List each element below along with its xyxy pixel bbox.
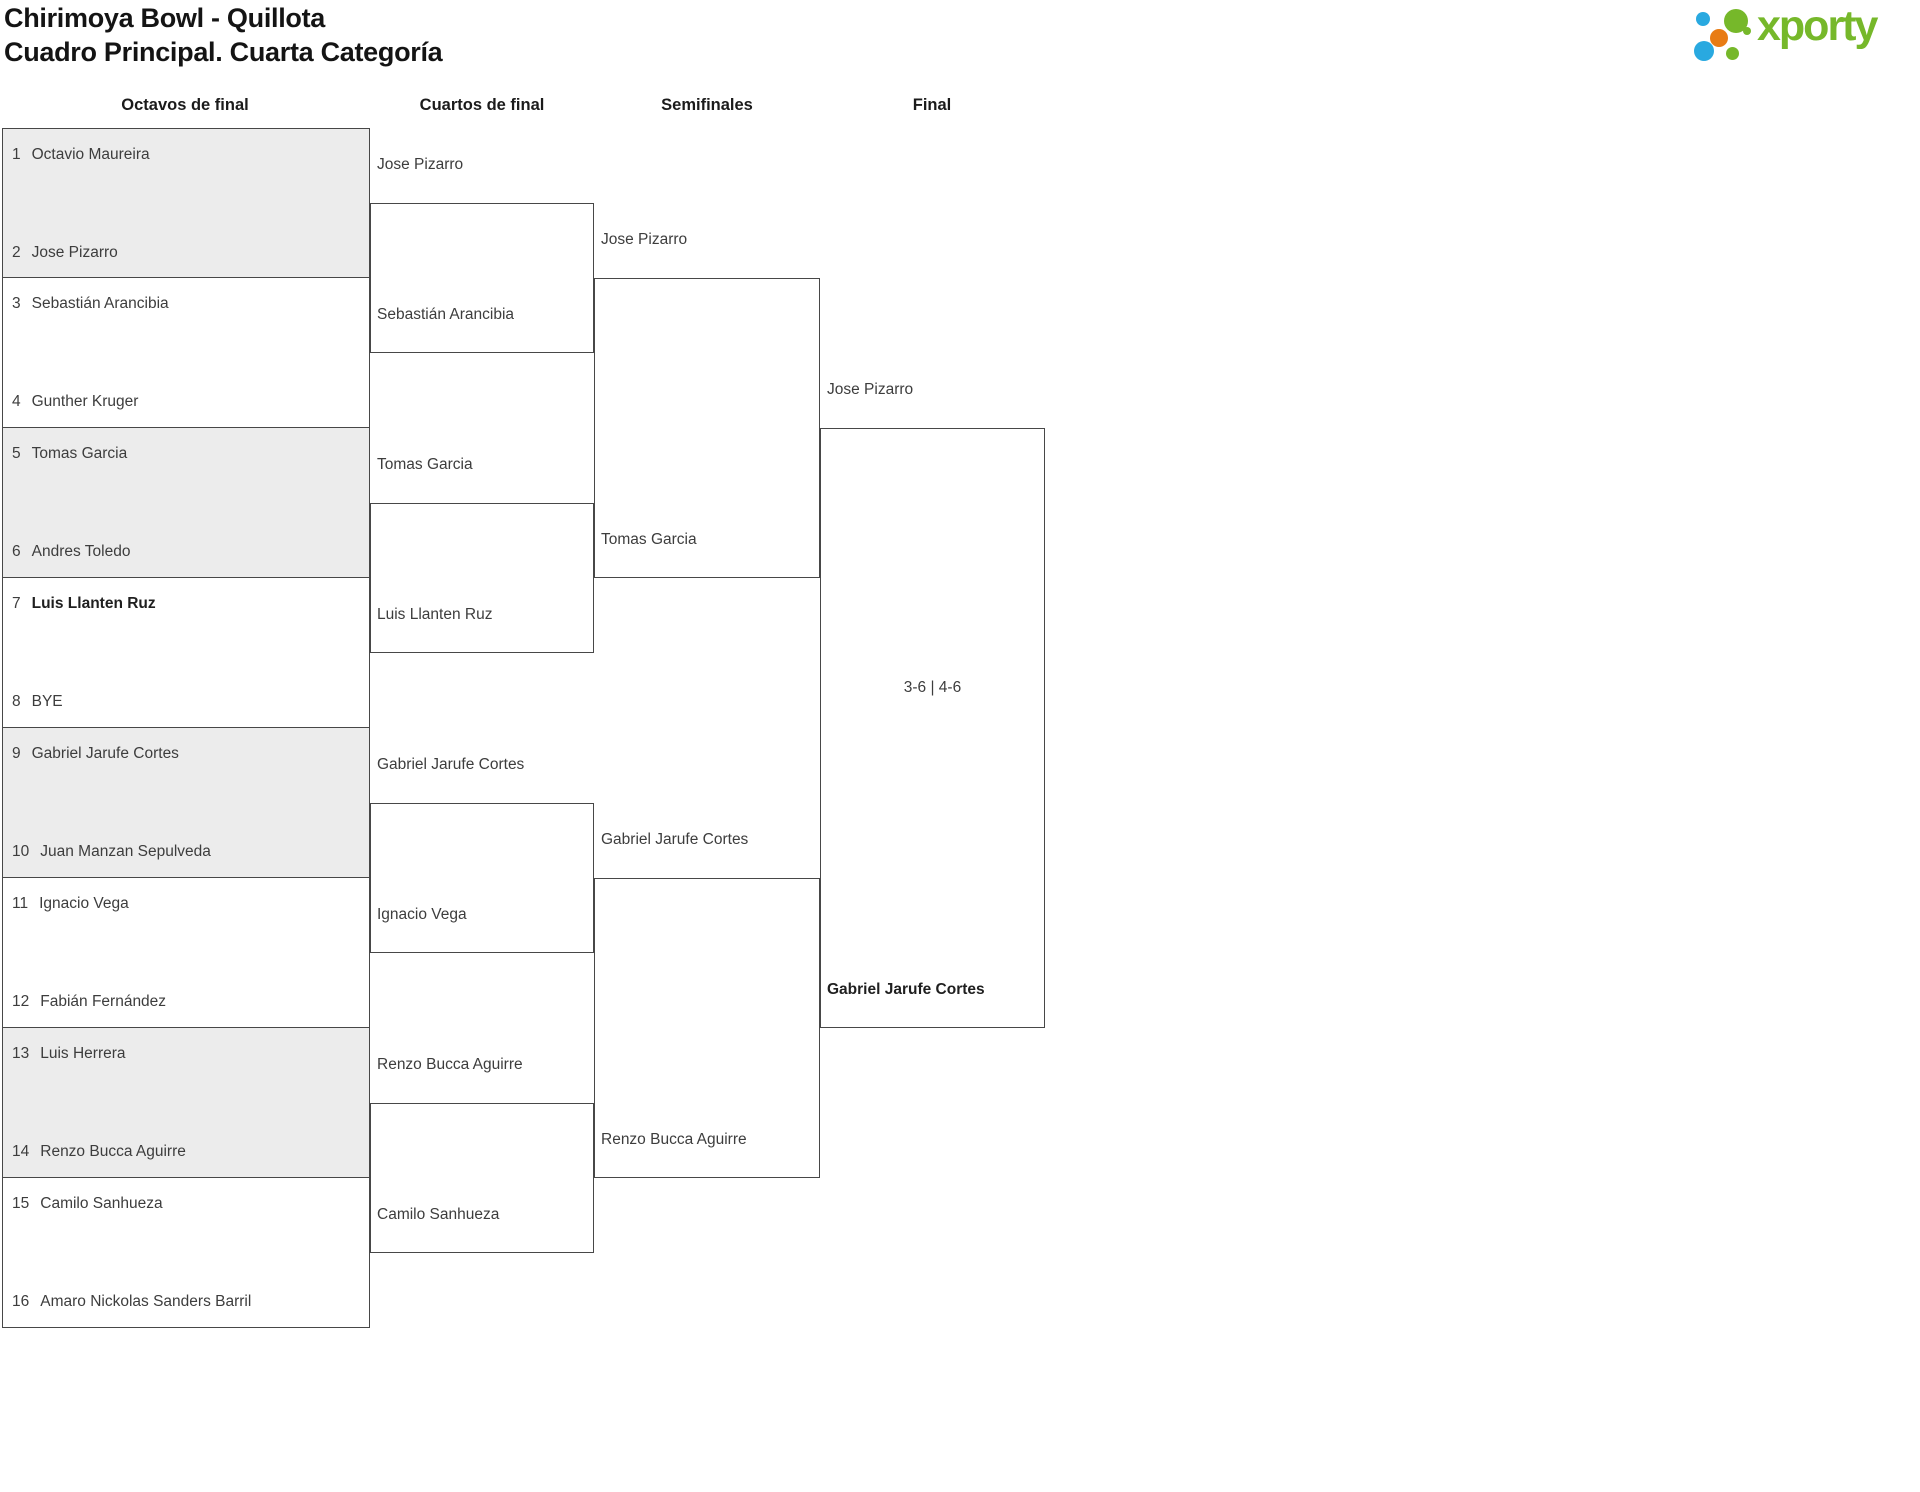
player-row: 4 Gunther Kruger xyxy=(12,390,363,414)
match-box-r16-2: 3 Sebastián Arancibia 4 Gunther Kruger xyxy=(2,278,370,428)
xporty-logo[interactable]: xporty xyxy=(1690,0,1915,70)
bracket-rect-semifinal-1 xyxy=(594,278,820,578)
sf-player-name: Renzo Bucca Aguirre xyxy=(601,1131,747,1148)
bracket-rect-quarterfinal-2 xyxy=(370,503,594,653)
finalist-player-name: Gabriel Jarufe Cortes xyxy=(827,981,985,998)
seed-number: 5 xyxy=(12,445,21,462)
sf-player-name: Tomas Garcia xyxy=(601,531,697,548)
seed-number: 13 xyxy=(12,1045,30,1062)
finalist-player-name: Jose Pizarro xyxy=(827,381,914,398)
seed-number: 9 xyxy=(12,745,21,762)
player-name: Gunther Kruger xyxy=(31,393,139,410)
column-header-final: Final xyxy=(912,96,952,114)
player-row: 16 Amaro Nickolas Sanders Barril xyxy=(12,1290,363,1314)
player-row: 9 Gabriel Jarufe Cortes xyxy=(12,742,363,766)
bracket-rect-semifinal-2 xyxy=(594,878,820,1178)
qf-player-name: Luis Llanten Ruz xyxy=(377,606,493,623)
player-name: Tomas Garcia xyxy=(31,445,128,462)
draw-category-name: Cuadro Principal. Cuarta Categoría xyxy=(4,37,443,67)
match-box-r16-6: 11 Ignacio Vega 12 Fabián Fernández xyxy=(2,878,370,1028)
player-name: Sebastián Arancibia xyxy=(31,295,169,312)
player-row: 13 Luis Herrera xyxy=(12,1042,363,1066)
player-row: 14 Renzo Bucca Aguirre xyxy=(12,1140,363,1164)
qf-player-name: Camilo Sanhueza xyxy=(377,1206,500,1223)
tournament-name: Chirimoya Bowl - Quillota xyxy=(4,3,326,33)
seed-number: 2 xyxy=(12,244,21,261)
player-name: Camilo Sanhueza xyxy=(40,1195,163,1212)
bracket-rect-quarterfinal-4 xyxy=(370,1103,594,1253)
page-title: Chirimoya Bowl - Quillota Cuadro Princip… xyxy=(4,1,443,69)
column-header-semifinales: Semifinales xyxy=(661,96,753,114)
match-box-r16-5: 9 Gabriel Jarufe Cortes 10 Juan Manzan Sepu… xyxy=(2,728,370,878)
seed-number: 8 xyxy=(12,693,21,710)
player-row: 6 Andres Toledo xyxy=(12,540,363,564)
seed-number: 6 xyxy=(12,543,21,560)
seed-number: 16 xyxy=(12,1293,30,1310)
sf-player-name: Gabriel Jarufe Cortes xyxy=(601,831,749,848)
player-name: Luis Llanten Ruz xyxy=(31,595,156,612)
match-box-r16-1: 1 Octavio Maureira 2 Jose Pizarro xyxy=(2,128,370,278)
player-row: 2 Jose Pizarro xyxy=(12,241,363,265)
player-row: 8 BYE xyxy=(12,690,363,714)
blue-dot-small-icon xyxy=(1696,12,1710,26)
seed-number: 11 xyxy=(12,895,29,912)
player-name: Luis Herrera xyxy=(40,1045,126,1062)
player-name: Octavio Maureira xyxy=(31,146,150,163)
player-name: Renzo Bucca Aguirre xyxy=(40,1143,186,1160)
seed-number: 3 xyxy=(12,295,21,312)
bracket-rect-quarterfinal-1 xyxy=(370,203,594,353)
logo-text: xporty xyxy=(1757,2,1878,50)
seed-number: 12 xyxy=(12,993,30,1010)
player-name: Andres Toledo xyxy=(31,543,131,560)
match-box-r16-3: 5 Tomas Garcia 6 Andres Toledo xyxy=(2,428,370,578)
seed-number: 4 xyxy=(12,393,21,410)
qf-player-name: Renzo Bucca Aguirre xyxy=(377,1056,523,1073)
green-dot-tiny-icon xyxy=(1743,27,1751,35)
qf-player-name: Sebastián Arancibia xyxy=(377,306,515,323)
green-dot-small-icon xyxy=(1726,47,1739,60)
bracket-rect-final xyxy=(820,428,1045,1028)
player-name: BYE xyxy=(31,693,63,710)
qf-player-name: Jose Pizarro xyxy=(377,156,464,173)
player-row: 7 Luis Llanten Ruz xyxy=(12,592,363,616)
player-name: Ignacio Vega xyxy=(39,895,129,912)
match-box-r16-4: 7 Luis Llanten Ruz 8 BYE xyxy=(2,578,370,728)
player-row: 3 Sebastián Arancibia xyxy=(12,292,363,316)
player-row: 10 Juan Manzan Sepulveda xyxy=(12,840,363,864)
player-row: 5 Tomas Garcia xyxy=(12,442,363,466)
match-box-r16-8: 15 Camilo Sanhueza 16 Amaro Nickolas Sander… xyxy=(2,1178,370,1328)
seed-number: 7 xyxy=(12,595,21,612)
player-row: 1 Octavio Maureira xyxy=(12,143,363,167)
sf-player-name: Jose Pizarro xyxy=(601,231,688,248)
match-box-r16-7: 13 Luis Herrera 14 Renzo Bucca Aguirre xyxy=(2,1028,370,1178)
bracket-rect-quarterfinal-3 xyxy=(370,803,594,953)
player-name: Juan Manzan Sepulveda xyxy=(40,843,211,860)
qf-player-name: Gabriel Jarufe Cortes xyxy=(377,756,525,773)
player-name: Jose Pizarro xyxy=(31,244,118,261)
column-header-cuartos: Cuartos de final xyxy=(419,96,545,114)
player-name: Fabián Fernández xyxy=(40,993,167,1010)
seed-number: 15 xyxy=(12,1195,30,1212)
player-name: Amaro Nickolas Sanders Barril xyxy=(40,1293,252,1310)
qf-player-name: Ignacio Vega xyxy=(377,906,467,923)
blue-dot-large-icon xyxy=(1694,41,1714,61)
player-row: 11 Ignacio Vega xyxy=(12,892,363,916)
orange-dot-icon xyxy=(1710,29,1728,47)
seed-number: 14 xyxy=(12,1143,30,1160)
column-header-octavos: Octavos de final xyxy=(121,96,249,114)
final-score: 3-6 | 4-6 xyxy=(903,679,962,696)
player-row: 15 Camilo Sanhueza xyxy=(12,1192,363,1216)
player-row: 12 Fabián Fernández xyxy=(12,990,363,1014)
player-name: Gabriel Jarufe Cortes xyxy=(31,745,179,762)
seed-number: 10 xyxy=(12,843,30,860)
qf-player-name: Tomas Garcia xyxy=(377,456,473,473)
seed-number: 1 xyxy=(12,146,21,163)
